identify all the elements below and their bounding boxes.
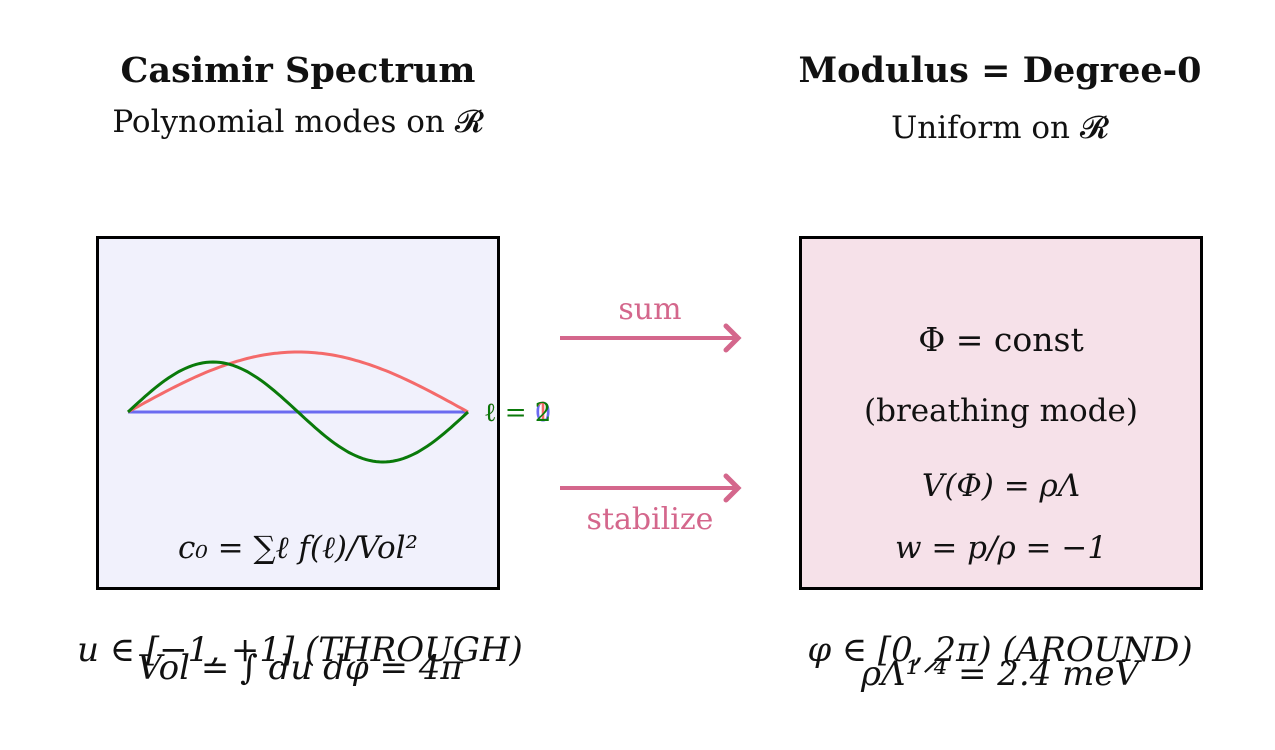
- arrow-label-stabilize: stabilize: [586, 502, 714, 537]
- equation-of-state: w = p/ρ = −1: [894, 530, 1108, 566]
- modulus-box: [799, 236, 1203, 590]
- left-footer-range: u ∈ [−1, +1] (THROUGH): [77, 630, 523, 670]
- arrow-sum: [560, 323, 742, 353]
- casimir-formula: c₀ = ∑ℓ f(ℓ)/Vol²: [178, 530, 418, 566]
- mode-label-l1: ℓ = 1: [484, 398, 552, 428]
- left-footer-volume: Vol = ∫ du dφ = 4π: [137, 648, 463, 688]
- arrow-stabilize: [560, 473, 742, 503]
- potential-formula: V(Φ) = ρΛ: [921, 468, 1081, 504]
- mode-curve-l1: [127, 350, 469, 414]
- right-footer-energy: ρΛ¹ᐟ⁴ = 2.4 meV: [860, 654, 1140, 694]
- left-subtitle: Polynomial modes on 𝓡: [112, 104, 484, 140]
- breathing-mode: (breathing mode): [864, 393, 1138, 429]
- right-title: Modulus = Degree-0: [798, 50, 1202, 91]
- mode-label-l2: ℓ = 2: [484, 398, 552, 428]
- modulus-const: Φ = const: [918, 320, 1084, 359]
- mode-label-l0: ℓ = 0: [484, 398, 552, 428]
- arrow-label-sum: sum: [618, 292, 682, 327]
- right-footer-range: φ ∈ [0, 2π) (AROUND): [807, 630, 1193, 670]
- mode-curve-l2: [126, 360, 470, 464]
- left-title: Casimir Spectrum: [120, 50, 476, 91]
- right-subtitle: Uniform on 𝓡: [891, 110, 1109, 146]
